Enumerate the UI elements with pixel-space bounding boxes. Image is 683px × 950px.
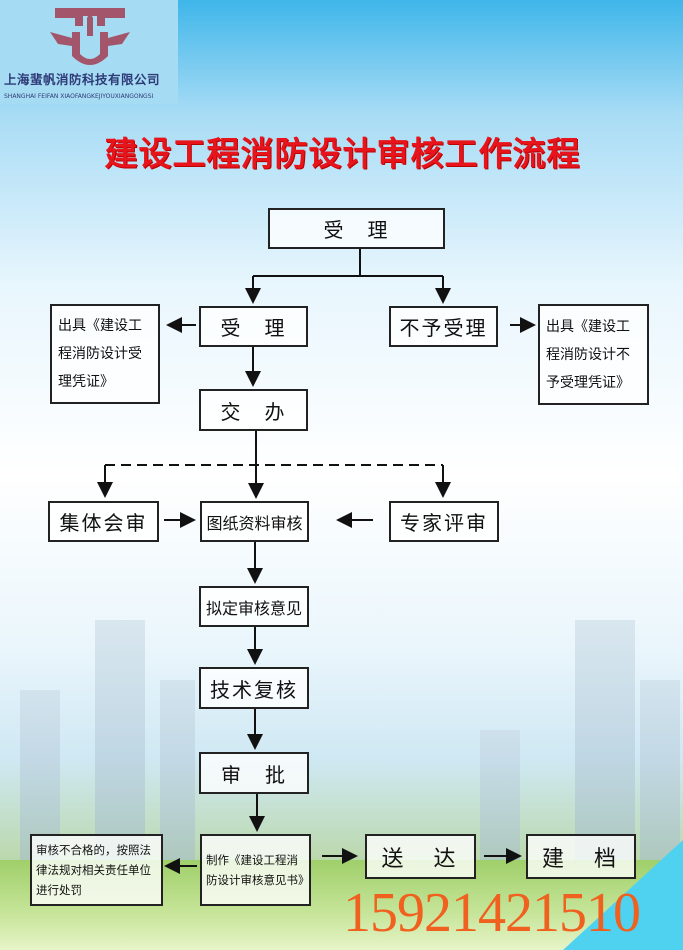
node-issue-reject-certificate: 出具《建设工程消防设计不予受理凭证》	[538, 304, 649, 405]
node-make-opinion: 制作《建设工程消防设计审核意见书》	[200, 834, 311, 906]
phone-number: 15921421510	[343, 882, 641, 944]
node-accept-top: 受 理	[268, 208, 445, 249]
company-logo: 上海蜚帆消防科技有限公司 SHANGHAI FEIFAN XIAOFANGKEJ…	[0, 0, 178, 104]
company-name-cn: 上海蜚帆消防科技有限公司	[4, 72, 161, 87]
node-reject: 不予受理	[389, 306, 498, 347]
node-draft-opinion: 拟定审核意见	[199, 586, 309, 627]
node-issue-accept-certificate: 出具《建设工程消防设计受理凭证》	[50, 304, 160, 404]
node-collective-review: 集体会审	[48, 501, 159, 542]
company-name-en: SHANGHAI FEIFAN XIAOFANGKEJIYOUXIANGONGS…	[4, 93, 154, 100]
building	[160, 680, 195, 880]
node-penalty: 审核不合格的，按照法律法规对相关责任单位进行处罚	[30, 834, 163, 906]
node-deliver: 送 达	[365, 834, 476, 879]
node-accept: 受 理	[199, 306, 308, 347]
node-drawing-review: 图纸资料审核	[200, 501, 309, 542]
node-expert-review: 专家评审	[389, 501, 499, 542]
node-tech-review: 技术复核	[199, 667, 309, 709]
page-title: 建设工程消防设计审核工作流程	[104, 134, 581, 173]
node-approve: 审 批	[199, 752, 309, 794]
node-assign: 交 办	[199, 389, 308, 431]
node-archive: 建 档	[526, 834, 636, 879]
connector-line	[253, 248, 443, 277]
logo-emblem-icon	[50, 8, 130, 65]
